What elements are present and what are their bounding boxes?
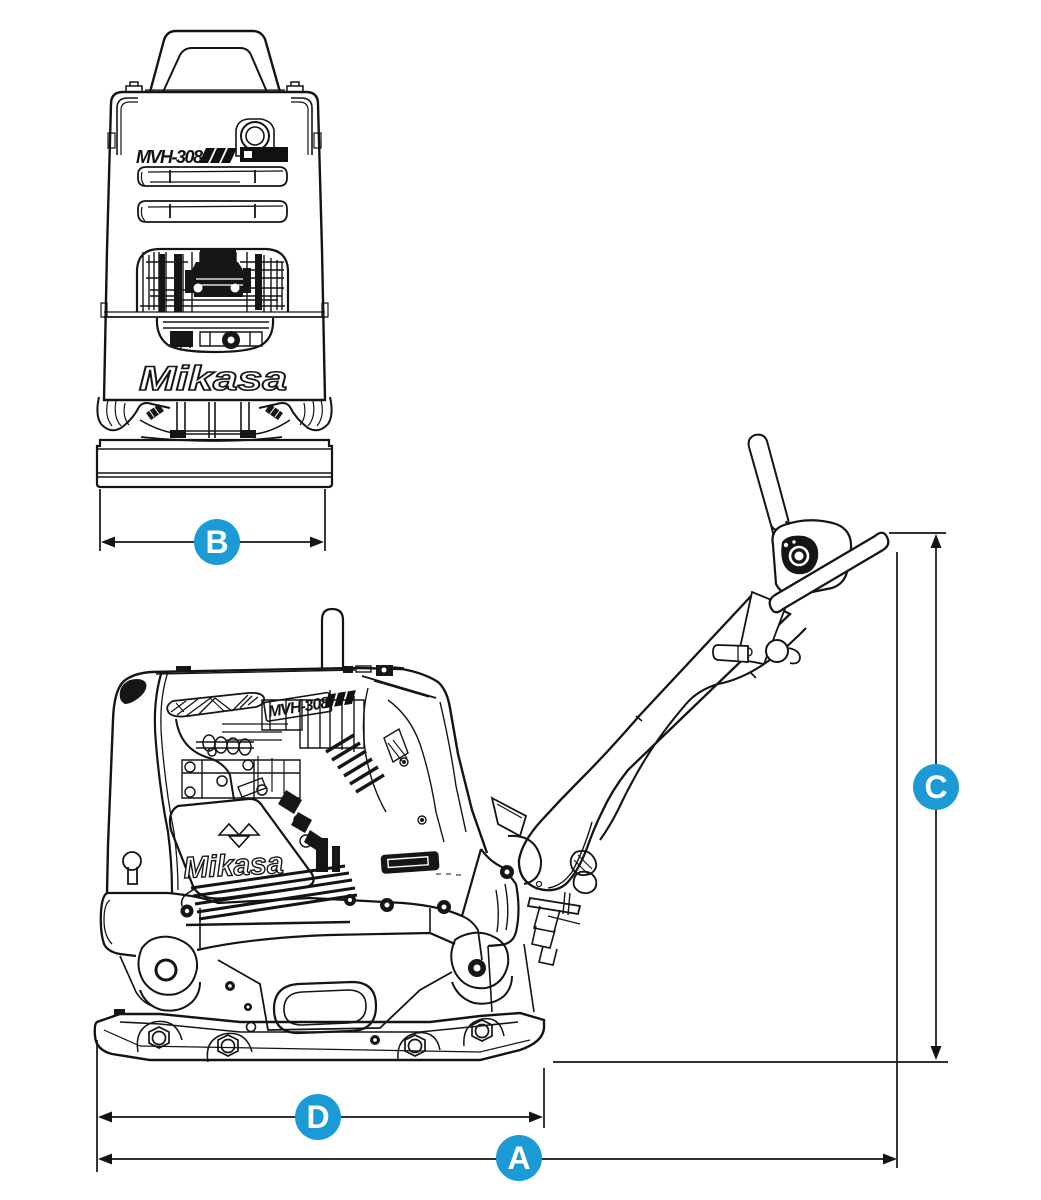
svg-text:MVH-308: MVH-308 <box>136 147 203 167</box>
svg-text:C: C <box>924 769 947 805</box>
svg-text:Mikasa: Mikasa <box>139 360 287 398</box>
svg-text:Mikasa: Mikasa <box>183 847 285 885</box>
svg-text:D: D <box>306 1099 329 1135</box>
svg-text:A: A <box>507 1140 530 1176</box>
svg-text:B: B <box>205 524 228 560</box>
